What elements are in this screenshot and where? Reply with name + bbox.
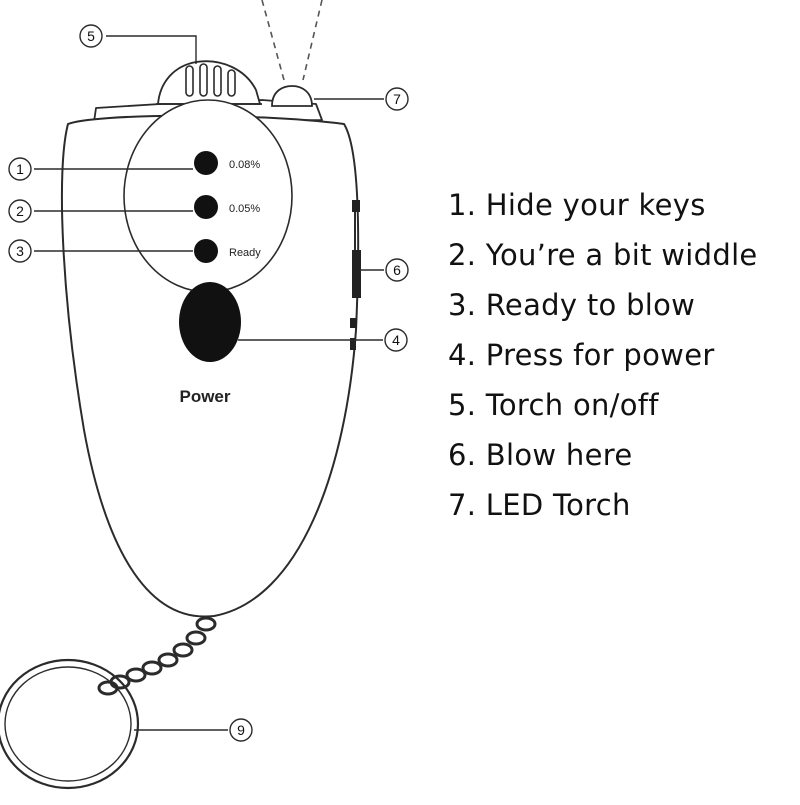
legend-item-5: 5. Torch on/off [448,388,659,422]
leader-lines [34,35,384,731]
indicator-label-005: 0.05% [229,203,260,215]
svg-text:6: 6 [393,262,401,278]
svg-text:1: 1 [16,161,24,177]
svg-text:2: 2 [16,203,24,219]
indicator-label-ready: Ready [229,247,261,259]
torch-beam [261,0,323,81]
legend-list: 1. Hide your keys 2. You’re a bit widdle… [448,180,800,530]
power-button[interactable] [179,282,241,362]
callout-5: 6 [385,258,409,282]
key-ring [0,658,140,790]
callout-9: 9 [229,718,253,742]
torch-switch[interactable] [350,200,361,350]
legend-item-1: 1. Hide your keys [448,188,706,222]
power-label: Power [179,387,230,406]
legend-item-7: 7. LED Torch [448,488,631,522]
callout-2: 2 [8,199,32,223]
callout-4: 4 [384,328,408,352]
indicator-led-ready [194,239,218,263]
indicator-label-008: 0.08% [229,159,260,171]
svg-text:3: 3 [16,243,24,259]
svg-text:4: 4 [392,332,400,348]
callout-6: 5 [79,24,103,48]
legend-item-4: 4. Press for power [448,338,715,372]
callout-1: 1 [8,157,32,181]
svg-text:7: 7 [393,91,401,107]
callout-3: 3 [8,239,32,263]
key-chain [97,616,217,696]
svg-text:5: 5 [87,28,95,44]
callout-7: 7 [385,87,409,111]
mouthpiece-vents [185,63,236,97]
indicator-led-005 [194,195,218,219]
svg-text:9: 9 [237,722,245,738]
legend-item-3: 3. Ready to blow [448,288,696,322]
indicator-led-008 [194,151,218,175]
blow-mouthpiece [157,60,262,105]
led-torch [271,85,313,107]
legend-item-6: 6. Blow here [448,438,633,472]
legend-item-2: 2. You’re a bit widdle [448,238,758,272]
